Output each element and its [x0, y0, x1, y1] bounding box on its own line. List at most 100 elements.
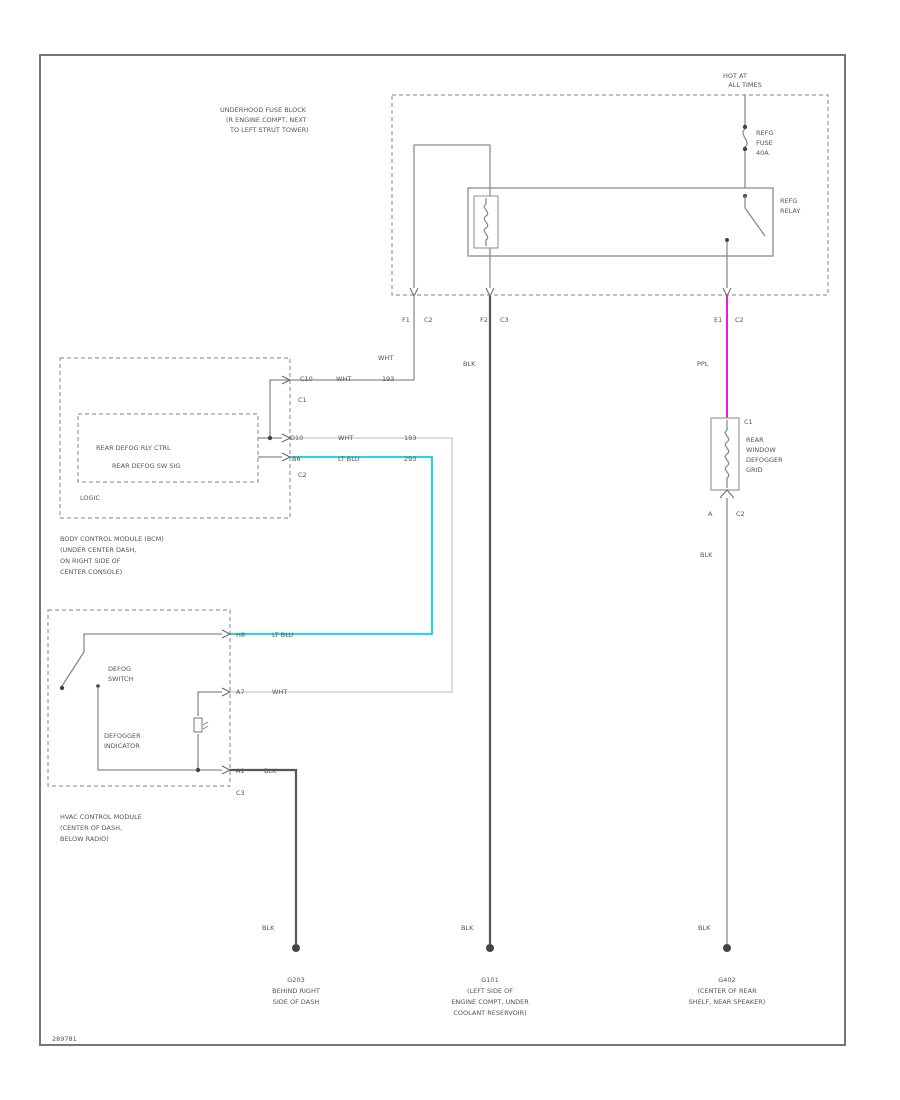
bcm-pin-b6-label: B6 — [292, 455, 301, 463]
underhood-fuse-block — [391, 94, 829, 296]
bcm-pin-d10 — [281, 433, 292, 443]
ground-g101-desc-3: COOLANT RESERVOIR) — [453, 1009, 526, 1017]
grid-pin-a-conn-label: C2 — [736, 510, 745, 518]
diagram-code: 289781 — [52, 1035, 77, 1043]
bcm-pin-b6 — [281, 452, 292, 462]
blk-wire-hvac-g203 — [230, 768, 298, 944]
diagram-border — [39, 54, 846, 1046]
bcm-pin-b6-circuit-label: 293 — [404, 455, 416, 463]
refg-relay — [467, 187, 774, 257]
blk-wire-center-label: BLK — [463, 360, 476, 368]
fuse-block-title-2: (R ENGINE COMPT, NEXT — [226, 116, 307, 124]
pin-e1-label: E1 — [714, 316, 722, 324]
bcm-conn-c1-label: C1 — [298, 396, 307, 404]
pin-e1-conn-label: C2 — [735, 316, 744, 324]
hvac-title-1: HVAC CONTROL MODULE — [60, 813, 142, 821]
pin-f1-conn-label: C2 — [424, 316, 433, 324]
bcm-title-3: ON RIGHT SIDE OF — [60, 557, 121, 565]
bcm-rear-defog-section — [77, 413, 259, 483]
bcm-rear-defog-sw-sig: REAR DEFOG SW SIG — [112, 462, 180, 470]
relay-label-1: REFG — [780, 197, 797, 205]
wht-wire-f1-bcm — [269, 296, 415, 438]
defogger-indicator-label-1: DEFOGGER — [104, 732, 141, 740]
defog-switch-pointer — [96, 684, 100, 688]
fuse-block-title-1: UNDERHOOD FUSE BLOCK — [220, 106, 307, 114]
ground-g203-id: G203 — [287, 976, 304, 984]
fuse-label-2: FUSE — [756, 139, 773, 147]
indicator-feed — [197, 691, 222, 716]
ground-g203-desc-1: BEHIND RIGHT — [272, 987, 320, 995]
hvac-ground-bus — [97, 688, 222, 771]
ground-g101-icon — [486, 944, 494, 952]
relay-contact-output — [725, 238, 729, 242]
pin-f1-label: F1 — [402, 316, 410, 324]
hvac-pin-h8-wire-label: LT BLU — [272, 631, 294, 639]
hvac-control-module — [47, 609, 231, 787]
relay-coil-icon — [483, 198, 489, 246]
bcm-pin-b6-wire-label: LT BLU — [338, 455, 360, 463]
refg-fuse-icon — [742, 128, 748, 148]
fuse-terminal-bottom — [742, 146, 748, 152]
ground-g402-desc-2: SHELF, NEAR SPEAKER) — [689, 998, 766, 1006]
defogger-indicator-icon — [193, 717, 203, 733]
relay-coil-frame — [473, 195, 499, 249]
blk-wire-left-bottom-label: BLK — [262, 924, 275, 932]
ground-g203-desc-2: SIDE OF DASH — [273, 998, 320, 1006]
hvac-pin-a7-wire-label: WHT — [272, 688, 287, 696]
hot-at-label-2: ALL TIMES — [728, 81, 761, 89]
hvac-pin-h8 — [221, 629, 232, 639]
grid-label-2: WINDOW — [746, 446, 776, 454]
bcm-rear-defog-rly-ctrl: REAR DEFOG RLY CTRL — [96, 444, 171, 452]
pin-f2-label: F2 — [480, 316, 488, 324]
defogger-grid-element-icon — [724, 420, 730, 488]
relay-coil-control-wire — [413, 144, 491, 288]
bcm-splice-dot — [267, 435, 273, 441]
fuse-label-3: 40A — [756, 149, 769, 157]
bcm-pin-c10-label: C10 — [300, 375, 313, 383]
bcm-pin-d10-wire-label: WHT — [338, 434, 353, 442]
bcm-title-1: BODY CONTROL MODULE (BCM) — [60, 535, 164, 543]
rear-window-defogger-grid — [710, 417, 740, 491]
bcm-pin-c10 — [281, 375, 292, 385]
pin-f2-conn-label: C3 — [500, 316, 509, 324]
fuse-block-title-3: TO LEFT STRUT TOWER) — [229, 126, 309, 134]
bcm-logic-label: LOGIC — [80, 494, 100, 502]
bcm-pin-c10-wire-label: WHT — [336, 375, 351, 383]
hvac-pin-a7-label: A7 — [236, 688, 245, 696]
grid-label-3: DEFOGGER — [746, 456, 783, 464]
relay-label-2: RELAY — [780, 207, 800, 215]
hvac-conn-c3-label: C3 — [236, 789, 245, 797]
hvac-pin-a7 — [221, 687, 232, 697]
bcm-title-4: CENTER CONSOLE) — [60, 568, 122, 576]
blk-wire-right-label: BLK — [700, 551, 713, 559]
blk-wire-right-bottom-label: BLK — [698, 924, 711, 932]
grid-pin-c1-label: C1 — [744, 418, 753, 426]
bcm-pin-d10-circuit-label: 193 — [404, 434, 416, 442]
ground-g402-icon — [723, 944, 731, 952]
defog-switch-label-2: SWITCH — [108, 675, 134, 683]
ground-g203-icon — [292, 944, 300, 952]
hvac-title-3: BELOW RADIO) — [60, 835, 109, 843]
bcm-title-2: (UNDER CENTER DASH, — [60, 546, 136, 554]
ground-g402-id: G402 — [718, 976, 735, 984]
blk-wire-center-bottom-label: BLK — [461, 924, 474, 932]
hvac-pin-h8-label: H8 — [236, 631, 245, 639]
ground-g101-desc-1: (LEFT SIDE OF — [467, 987, 513, 995]
fuse-terminal-top — [742, 124, 748, 130]
defog-switch-label-1: DEFOG — [108, 665, 131, 673]
ppl-wire-label: PPL — [697, 360, 709, 368]
ground-g101-desc-2: ENGINE COMPT, UNDER — [451, 998, 529, 1006]
grid-label-4: GRID — [746, 466, 762, 474]
ground-g402-desc-1: (CENTER OF REAR — [697, 987, 757, 995]
grid-label-1: REAR — [746, 436, 764, 444]
defogger-indicator-label-2: INDICATOR — [104, 742, 140, 750]
hvac-ground-splice — [195, 767, 201, 773]
hvac-pin-a1 — [221, 765, 232, 775]
wht-wire-label: WHT — [378, 354, 393, 362]
bcm-pin-d10-label: D10 — [290, 434, 303, 442]
ground-g101-id: G101 — [481, 976, 498, 984]
hvac-pin-a1-label: A1 — [236, 767, 245, 775]
grid-pin-a-label: A — [708, 510, 713, 518]
wht-wire-bcm-hvac — [230, 437, 453, 693]
